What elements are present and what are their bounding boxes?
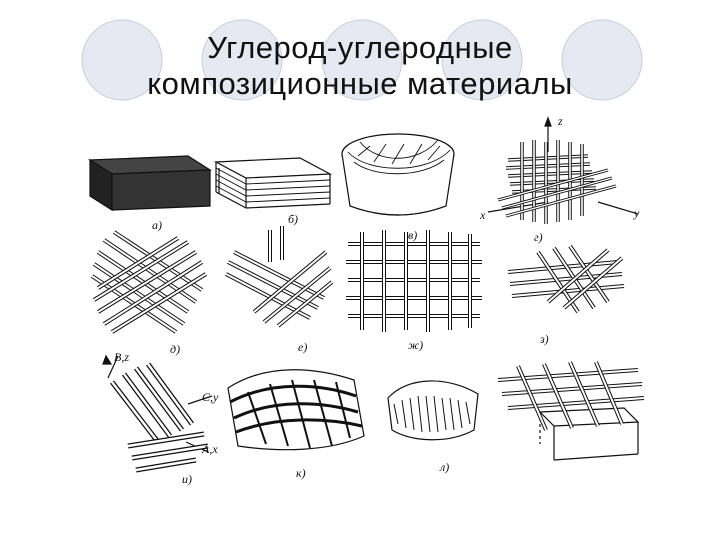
caption-b: б) (288, 212, 299, 226)
structure-e-rod-bundle (225, 226, 334, 328)
decorative-circles (81, 19, 643, 101)
caption-z: з) (540, 332, 549, 346)
structure-zh-lattice (346, 230, 482, 332)
structure-g-3d-rods (487, 116, 639, 224)
deco-circle (441, 19, 523, 101)
caption-v: в) (408, 228, 418, 242)
structure-m-cube-rods (497, 361, 645, 461)
axis-label-ax: A,x (202, 442, 218, 456)
structures-drawing (88, 116, 645, 473)
structure-z-multidirectional (507, 244, 625, 314)
structure-a-block (88, 155, 212, 212)
deco-circle (321, 19, 403, 101)
structure-v-bowl (341, 133, 455, 216)
structure-b-plates (213, 157, 333, 209)
caption-d: д) (170, 342, 181, 356)
title-line-1: Углерод-углеродные (207, 30, 513, 65)
deco-circle (561, 19, 643, 101)
caption-e: е) (298, 340, 308, 354)
caption-l: л) (440, 460, 450, 474)
deco-circle (201, 19, 283, 101)
axis-label-y: y (634, 206, 640, 220)
reinforcement-structures-figure: а) б) в) г) д) е) ж) з) и) к) л) z x y B… (78, 112, 648, 496)
axis-label-cy: C,y (202, 390, 219, 404)
axis-label-bz: B,z (114, 350, 129, 364)
caption-k: к) (296, 466, 306, 480)
caption-g: г) (534, 230, 543, 244)
structure-k-woven (227, 369, 365, 451)
structure-l-fiber-bundle (387, 380, 479, 441)
structure-i-three-axis (102, 354, 213, 473)
axis-label-z: z (558, 114, 563, 128)
caption-zh: ж) (408, 338, 424, 352)
title-line-2: композиционные материалы (147, 66, 573, 101)
deco-circle (81, 19, 163, 101)
caption-a: а) (152, 218, 162, 232)
axis-label-x: x (480, 208, 486, 222)
structure-d-crossed-rods (90, 230, 208, 334)
caption-i: и) (182, 472, 192, 486)
slide-title: Углерод-углеродные композиционные матери… (0, 30, 720, 102)
